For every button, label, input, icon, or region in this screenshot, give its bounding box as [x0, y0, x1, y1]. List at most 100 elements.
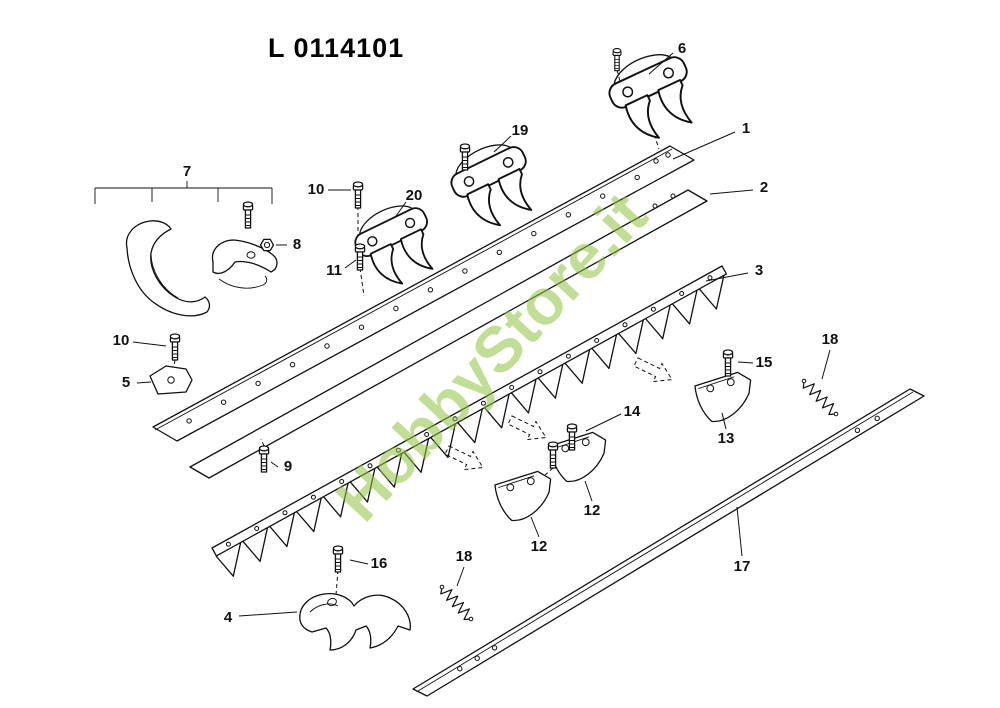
nut-8: [259, 238, 275, 252]
hole: [310, 494, 316, 500]
hole: [452, 416, 458, 422]
serrated-knife-bar: [211, 265, 728, 577]
hole: [600, 193, 606, 199]
hole: [634, 174, 640, 181]
part-label-13-16: 13: [718, 430, 735, 447]
tension-springs-18: [439, 378, 839, 622]
leader-line-16-19: [349, 559, 369, 565]
lower-guide-bar: [412, 388, 925, 697]
direction-arrow: [631, 352, 677, 390]
hole: [358, 324, 365, 330]
hole: [679, 291, 685, 296]
bar-holes: [186, 174, 640, 424]
leader-line-2-1: [709, 189, 754, 195]
hole: [565, 353, 571, 359]
bolt-9: [258, 445, 270, 473]
assembly-7-bracket: [94, 181, 273, 204]
blade-section-13: [693, 370, 756, 424]
leader-line-19-12: [493, 135, 512, 153]
spring-coil: [802, 380, 837, 416]
bolt-6: [612, 48, 622, 72]
hole: [474, 655, 480, 661]
leader-line-13-16: [721, 412, 727, 430]
leader-line-12-15: [530, 516, 540, 538]
guide-bar-holes: [457, 415, 880, 672]
part-label-19-12: 19: [512, 122, 529, 139]
hole: [565, 212, 571, 218]
leader-line-5-4: [136, 381, 152, 384]
hole: [462, 268, 468, 274]
clamp-piece: [211, 239, 278, 275]
blade-section-12b: [493, 469, 556, 523]
hole: [339, 479, 345, 484]
part-label-10-9: 10: [308, 181, 325, 198]
hole: [289, 362, 296, 368]
leader-line-1-0: [672, 131, 736, 160]
hole: [457, 666, 463, 672]
part-label-12-14: 12: [584, 502, 601, 519]
blade-section-12a: [548, 430, 611, 484]
hole: [393, 305, 399, 312]
knife-spine-holes: [225, 275, 713, 547]
leader-line-12-14: [584, 480, 593, 502]
part-label-6-5: 6: [678, 40, 686, 57]
hole: [255, 380, 261, 387]
hole: [509, 385, 515, 390]
part-label-12-15: 12: [531, 538, 548, 555]
leader-line-14-17: [585, 413, 622, 432]
hole: [220, 399, 227, 405]
part-label-5-4: 5: [122, 374, 130, 391]
hole: [707, 275, 713, 281]
spring-hook: [468, 616, 474, 622]
bolt-15: [722, 349, 734, 377]
hole: [650, 306, 656, 312]
hole: [537, 369, 543, 375]
part-label-18-22: 18: [456, 548, 473, 565]
small-clip-5: [149, 365, 193, 395]
hole: [491, 645, 498, 651]
spring-hook: [801, 378, 807, 384]
hole: [395, 447, 401, 453]
spring-hook: [833, 411, 839, 417]
hole: [367, 463, 373, 469]
part-label-1-0: 1: [742, 120, 750, 137]
leader-line-18-22: [456, 566, 465, 587]
direction-arrow: [505, 410, 551, 448]
part-label-8-7: 8: [293, 236, 301, 253]
leader-line-20-11: [395, 201, 407, 217]
bolt-11: [354, 243, 366, 271]
part-label-9-8: 9: [284, 458, 292, 475]
hole: [424, 432, 430, 437]
curved-handle: [125, 220, 211, 317]
bolt-19: [459, 143, 471, 171]
bolt-16: [332, 545, 344, 573]
part-label-17-20: 17: [734, 558, 751, 575]
leader-line-9-8: [270, 461, 279, 468]
hole: [480, 400, 486, 406]
hole: [282, 510, 288, 516]
leader-line-17-20: [736, 506, 743, 557]
leader-line-18-21: [821, 349, 831, 380]
hole: [254, 526, 260, 531]
hole: [874, 415, 880, 421]
part-label-3-2: 3: [755, 262, 763, 279]
hole: [854, 427, 861, 433]
hole: [324, 343, 330, 349]
hole: [531, 230, 537, 237]
part-label-11-10: 11: [326, 262, 342, 279]
bolt-14b: [547, 441, 559, 469]
bolt-7: [242, 201, 254, 229]
part-label-4-3: 4: [224, 609, 233, 626]
part-label-2-1: 2: [760, 179, 768, 196]
leader-line-6-5: [648, 52, 674, 75]
hole: [496, 249, 502, 256]
part-label-16-19: 16: [371, 555, 388, 572]
part-label-10-13: 10: [113, 332, 130, 349]
spring-hook: [439, 584, 445, 590]
bolt-10-left: [169, 333, 181, 361]
part-label-14-17: 14: [624, 403, 641, 420]
bolt-10-top: [352, 181, 364, 209]
